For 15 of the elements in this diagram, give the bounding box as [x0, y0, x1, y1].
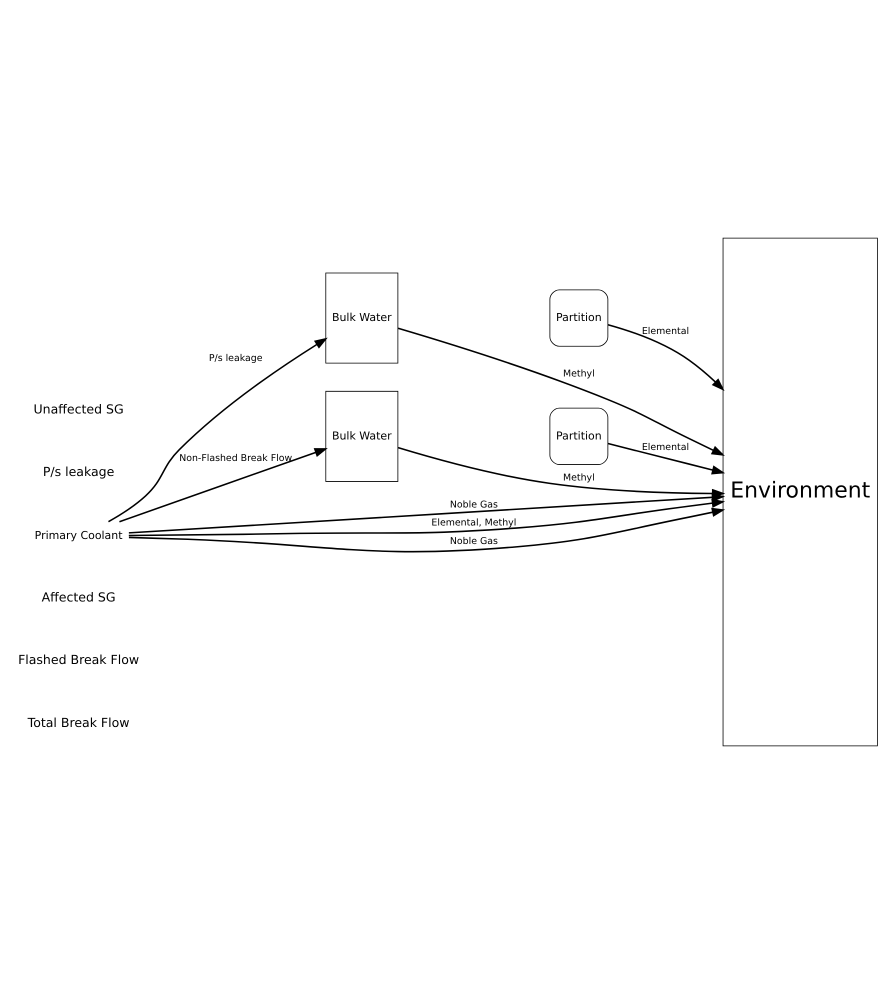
label: P/s leakage	[42, 464, 114, 479]
node-text: Primary Coolant	[34, 528, 123, 542]
edge-label: P/s leakage	[208, 352, 262, 364]
edge-label: Elemental	[642, 442, 690, 453]
edge-label: Methyl	[563, 472, 595, 484]
edge-label: Elemental, Methyl	[431, 516, 516, 528]
label: Unaffected SG	[34, 400, 124, 416]
edge-label: Elemental	[642, 326, 690, 337]
label: Affected SG	[42, 589, 116, 604]
label: Total Break Flow	[28, 714, 130, 730]
label: Flashed Break Flow	[18, 652, 140, 667]
edge-label: Noble Gas	[450, 536, 498, 547]
edge-label: Methyl	[563, 368, 595, 380]
edge-label: Noble Gas	[450, 498, 498, 510]
edge-label: Non-Flashed Break Flow	[179, 452, 292, 464]
